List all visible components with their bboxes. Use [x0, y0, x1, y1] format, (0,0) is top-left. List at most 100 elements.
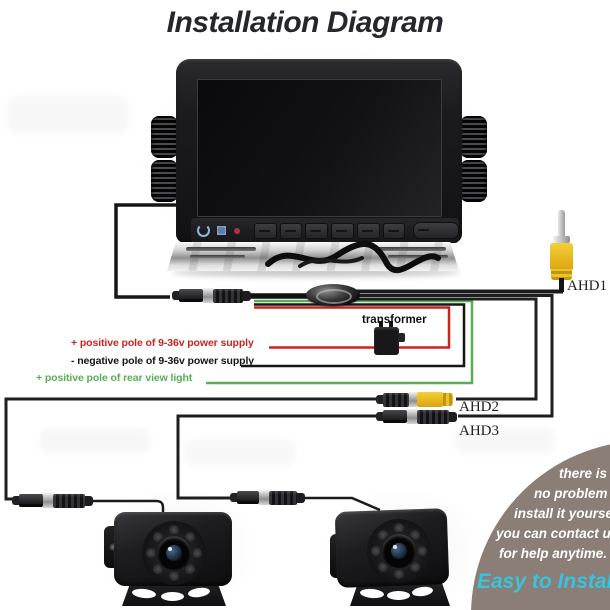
monitor-mount-knob — [460, 116, 487, 158]
monitor-button — [382, 222, 406, 239]
transformer-label: transformer — [362, 314, 427, 326]
note-line: there is — [559, 466, 608, 481]
ir-led — [192, 548, 202, 558]
ahd2-connector — [376, 392, 453, 407]
ahd2-cable-left — [4, 397, 379, 501]
ir-led — [169, 571, 179, 581]
mount-screw — [109, 543, 117, 551]
positive-wire — [254, 306, 451, 349]
note-line: no problem — [534, 486, 608, 501]
cable-splitter-junction — [306, 284, 360, 306]
rear-light-label: + positive pole of rear view light — [36, 372, 193, 384]
note-line: for help anytime. — [499, 546, 608, 561]
connector-socket — [213, 288, 243, 303]
connector-cap — [12, 496, 19, 505]
transformer-pin — [389, 321, 393, 328]
ir-led — [169, 525, 179, 535]
rca-tip — [558, 210, 565, 238]
ir-led — [378, 530, 388, 540]
ahd3-connector — [376, 409, 457, 424]
ahd3-label: AHD3 — [459, 423, 499, 439]
monitor-screen — [197, 79, 442, 217]
left-camera-connector — [12, 493, 93, 508]
stand-shadow — [172, 268, 460, 277]
monitor-button — [279, 222, 303, 239]
right-camera-connector — [230, 490, 305, 505]
monitor-mount-knob — [151, 160, 178, 202]
ir-led — [410, 530, 420, 540]
connector-cap — [230, 493, 237, 502]
ahd2-yellow-plug — [417, 392, 443, 407]
record-led-icon — [233, 227, 240, 234]
monitor-mount-knob — [151, 116, 178, 158]
monitor-control-bar — [191, 218, 459, 243]
monitor-cable-connector — [172, 288, 251, 303]
monitor-button — [253, 222, 277, 239]
transformer — [374, 327, 399, 355]
note-line: install it yourse — [514, 506, 610, 521]
ahd1-rca-plug — [548, 210, 576, 292]
transformer-pin — [379, 321, 383, 328]
watermark-smudge — [40, 428, 150, 454]
connector-cap — [376, 395, 383, 404]
stand-slot — [190, 255, 245, 258]
connector-plug — [237, 491, 259, 504]
left-camera-pigtail — [88, 499, 165, 514]
ir-led — [378, 562, 388, 572]
ahd3-cable-left — [176, 414, 379, 500]
rca-tail — [559, 278, 564, 292]
ahd3-cable-right — [350, 294, 554, 418]
monitor-mount-knob — [460, 160, 487, 202]
monitor-menu-button — [413, 222, 459, 239]
connector-cap — [449, 411, 457, 422]
ahd2-cable-right — [350, 297, 538, 401]
watermark-smudge — [185, 440, 295, 466]
stand-slot — [376, 247, 446, 251]
bracket-hole — [387, 591, 410, 600]
positive-power-label: + positive pole of 9-36v power supply — [71, 337, 254, 349]
ir-led — [394, 523, 404, 533]
right-camera-lens — [380, 532, 418, 570]
monitor-button — [305, 222, 329, 239]
connector-ring — [407, 409, 417, 424]
ir-led — [185, 532, 195, 542]
rca-body — [550, 243, 573, 271]
connector-cap — [376, 412, 383, 421]
connector-ring — [259, 490, 269, 505]
rca-collar — [553, 236, 570, 243]
connector-socket — [417, 409, 449, 424]
connector-plug — [19, 494, 43, 507]
connector-cap — [172, 291, 179, 300]
ir-led — [394, 569, 404, 579]
watermark-smudge — [8, 96, 128, 134]
ir-led — [417, 546, 427, 556]
connector-ring — [409, 392, 417, 407]
connector-plug — [383, 410, 407, 423]
connector-cap — [85, 495, 93, 506]
note-headline: Easy to Instal — [477, 570, 610, 593]
connector-ring — [203, 288, 213, 303]
ir-led — [410, 562, 420, 572]
ir-led — [146, 548, 156, 558]
negative-power-label: - negative pole of 9-36v power supply — [71, 355, 255, 367]
connector-plug — [179, 289, 203, 302]
power-icon — [197, 224, 210, 237]
rca-ridges — [551, 269, 572, 280]
monitor-cable — [114, 203, 180, 299]
transformer-nub — [398, 333, 405, 342]
ahd1-label: AHD1 — [567, 278, 607, 294]
connector-ring — [43, 493, 53, 508]
stand-slot — [388, 255, 448, 258]
lens-glint — [393, 545, 397, 549]
page-title: Installation Diagram — [166, 6, 444, 39]
connector-cap — [297, 492, 305, 503]
ir-led — [185, 564, 195, 574]
bracket-hole — [161, 592, 184, 601]
lens-glint — [168, 547, 172, 551]
watermark-smudge — [455, 428, 555, 454]
rca-ridges — [443, 393, 453, 406]
ahd2-label: AHD2 — [459, 399, 499, 415]
rear-light-wire — [206, 299, 474, 385]
